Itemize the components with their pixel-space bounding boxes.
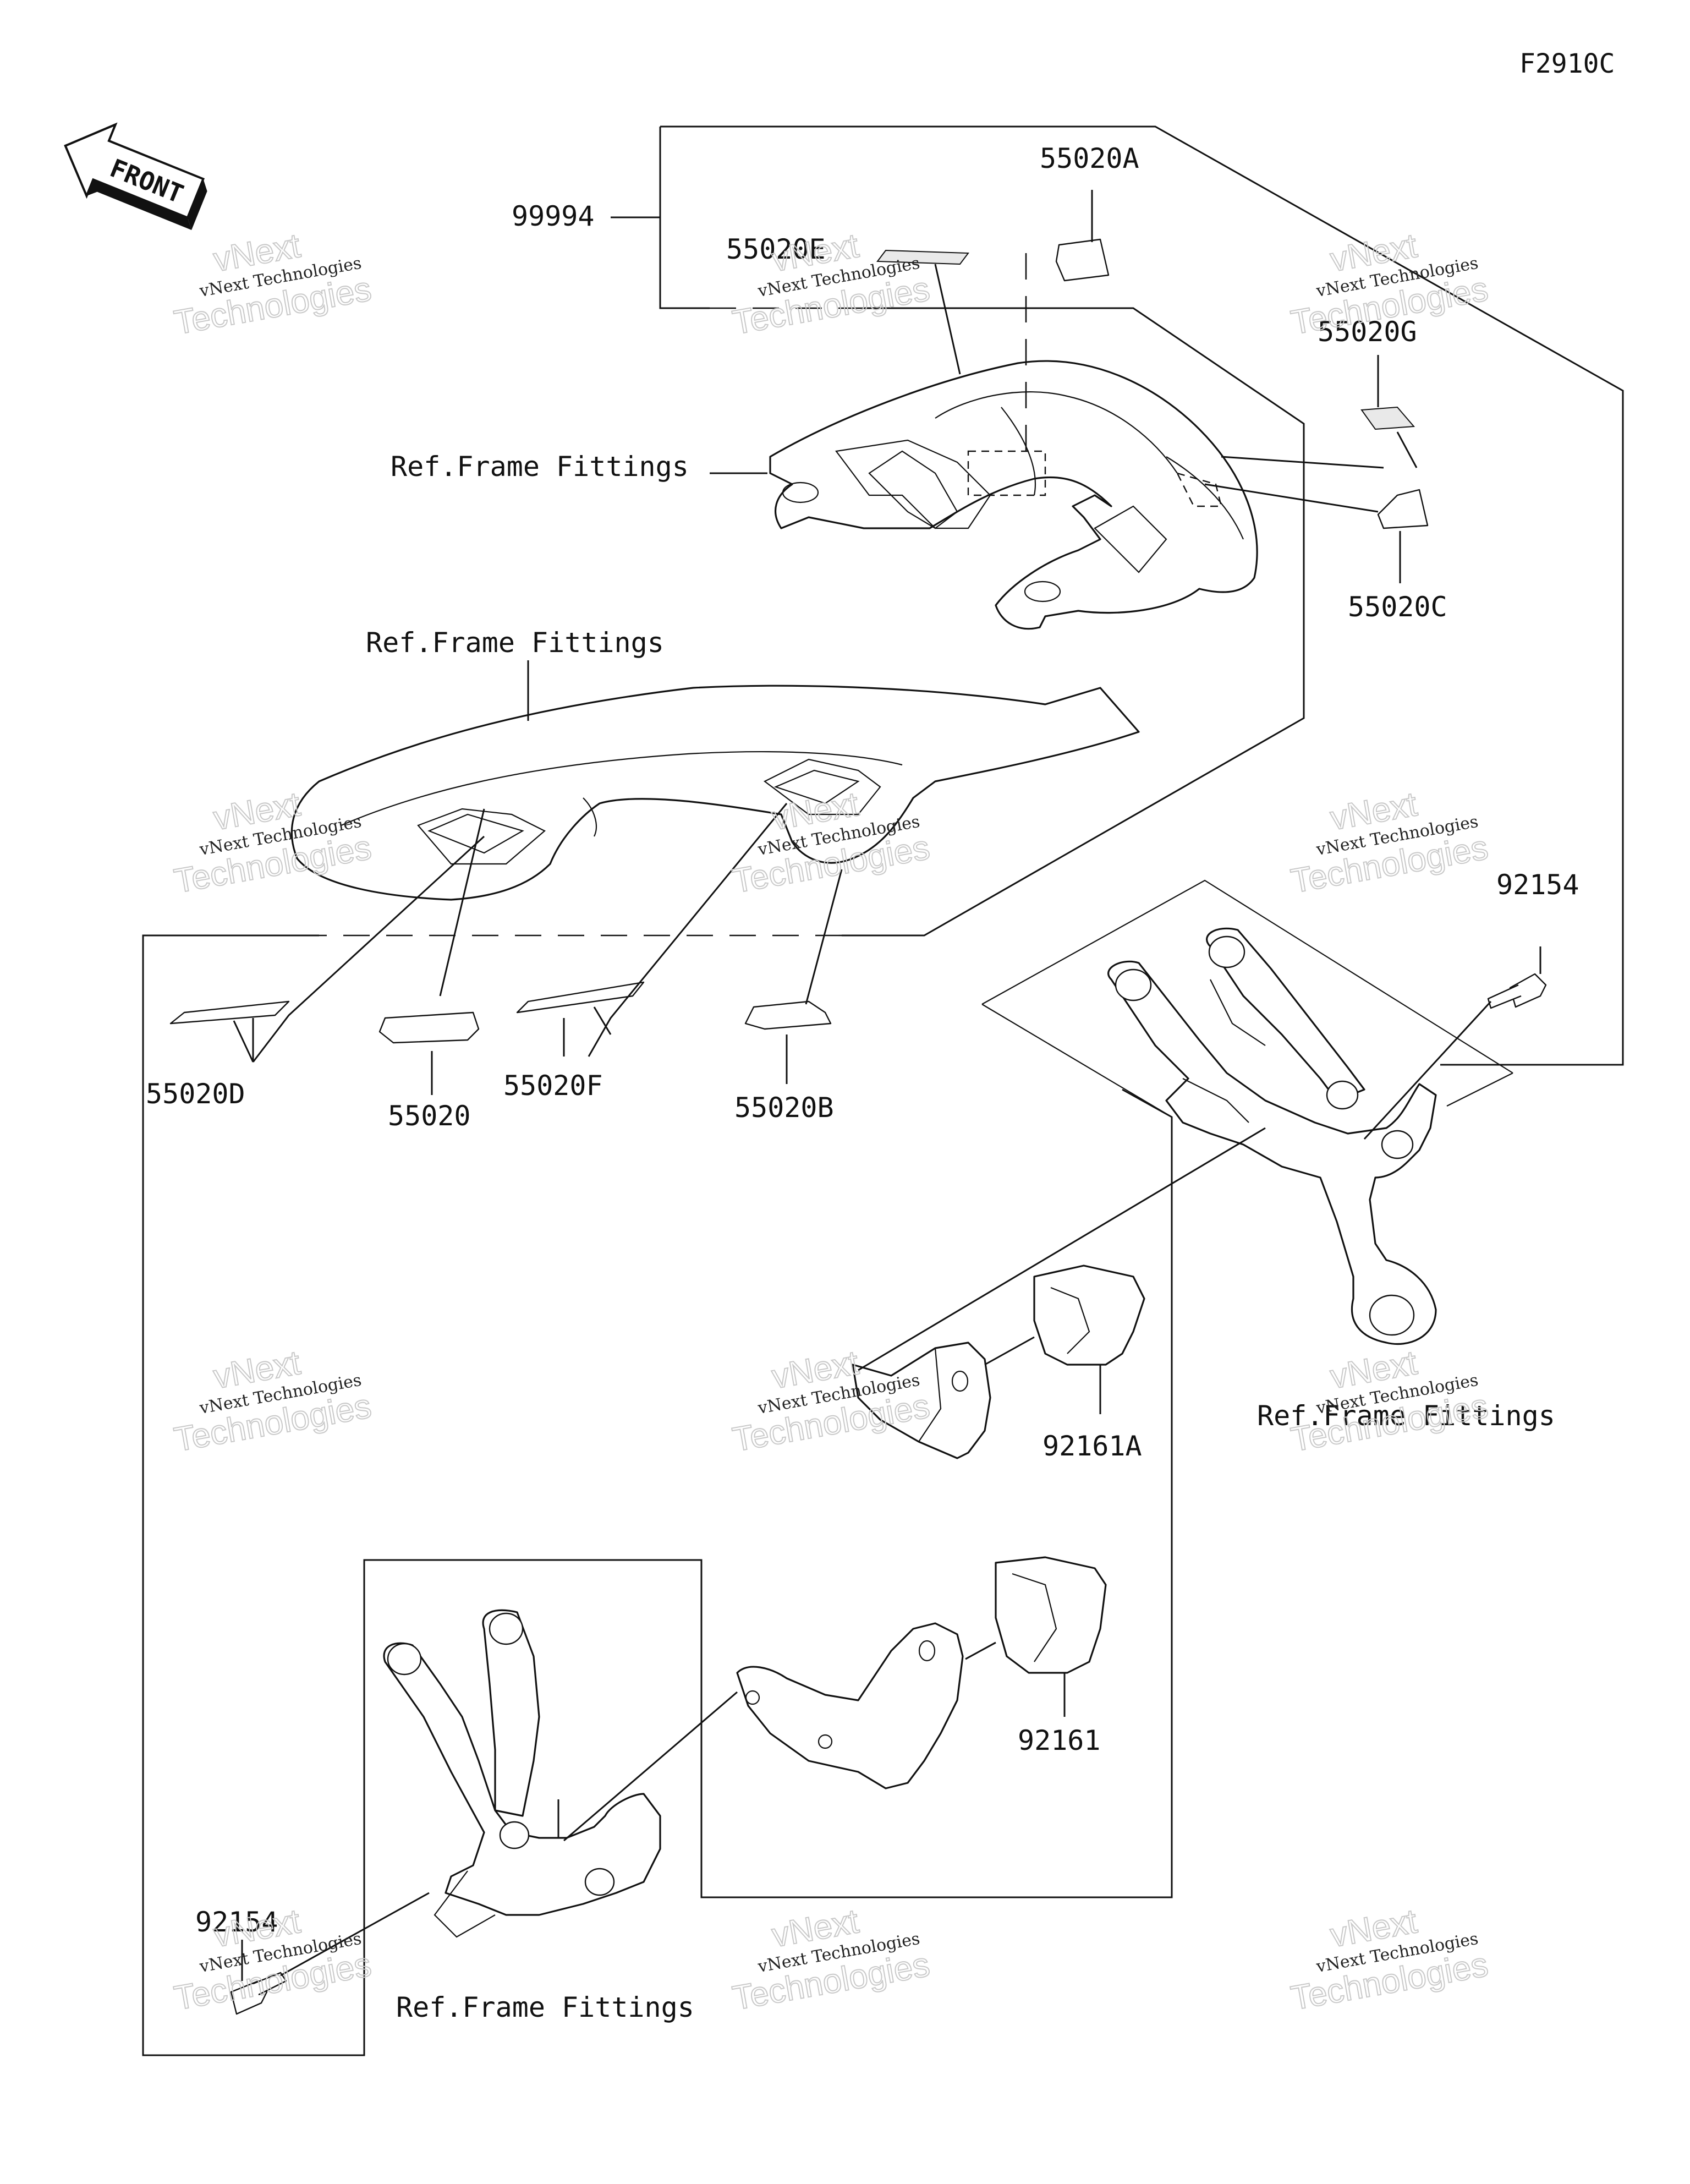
- kit-outline: [142, 125, 1624, 2056]
- label-55020B: 55020B: [734, 1092, 834, 1124]
- label-ref-frame-bottom: Ref.Frame Fittings: [396, 1991, 694, 2023]
- label-55020C: 55020C: [1348, 591, 1447, 623]
- decal-55020: [378, 1011, 480, 1044]
- seat-cover: [290, 685, 1140, 901]
- decal-55020B: [744, 1000, 832, 1030]
- watermark: vNext vNext Technologies Technologies: [729, 1902, 933, 2018]
- watermark: vNext vNext Technologies Technologies: [1288, 1902, 1491, 2018]
- bolt-92154-right: [1487, 946, 1547, 1009]
- watermark: vNext vNext Technologies Technologies: [171, 1902, 375, 2018]
- diagram-code: F2910C: [1519, 48, 1615, 79]
- front-arrow-icon: FRONT: [64, 122, 207, 230]
- bolt-92154-left: [230, 1892, 430, 2015]
- decal-55020F: [516, 981, 645, 1014]
- watermark: vNext vNext Technologies Technologies: [1288, 1343, 1491, 1460]
- label-ref-frame-right: Ref.Frame Fittings: [1257, 1400, 1555, 1432]
- label-92154-left: 92154: [195, 1906, 278, 1938]
- label-ref-frame-top: Ref.Frame Fittings: [391, 451, 689, 483]
- label-92154-right: 92154: [1496, 869, 1579, 901]
- footrest-bracket-left: [383, 1609, 738, 1938]
- decal-55020A: [1055, 238, 1110, 282]
- label-55020G: 55020G: [1318, 316, 1417, 348]
- decal-55020C: [1377, 489, 1429, 529]
- label-99994: 99994: [512, 200, 595, 232]
- heel-guard-92161A: [852, 1265, 1145, 1459]
- label-92161: 92161: [1018, 1725, 1101, 1756]
- label-55020A: 55020A: [1040, 143, 1139, 174]
- decal-55020D: [169, 1000, 290, 1025]
- watermark: vNext vNext Technologies Technologies: [171, 226, 375, 343]
- heel-guard-92161: [736, 1556, 1107, 1789]
- watermark: vNext vNext Technologies Technologies: [1288, 226, 1491, 343]
- label-55020F: 55020F: [503, 1070, 603, 1102]
- watermark: vNext vNext Technologies Technologies: [171, 1343, 375, 1460]
- decal-55020G: [1360, 406, 1415, 430]
- watermark: vNext vNext Technologies Technologies: [729, 1343, 933, 1460]
- label-92161A: 92161A: [1042, 1430, 1142, 1462]
- label-55020: 55020: [388, 1100, 471, 1132]
- footrest-bracket-right: [1107, 927, 1437, 1345]
- assembly-lines: [858, 1000, 1492, 1371]
- label-ref-frame-seat: Ref.Frame Fittings: [366, 627, 664, 659]
- tail-cowl: [769, 360, 1258, 630]
- label-55020D: 55020D: [146, 1078, 245, 1110]
- decal-55020E: [876, 249, 969, 265]
- watermark: vNext vNext Technologies Technologies: [1288, 785, 1491, 901]
- label-55020E: 55020E: [726, 233, 826, 265]
